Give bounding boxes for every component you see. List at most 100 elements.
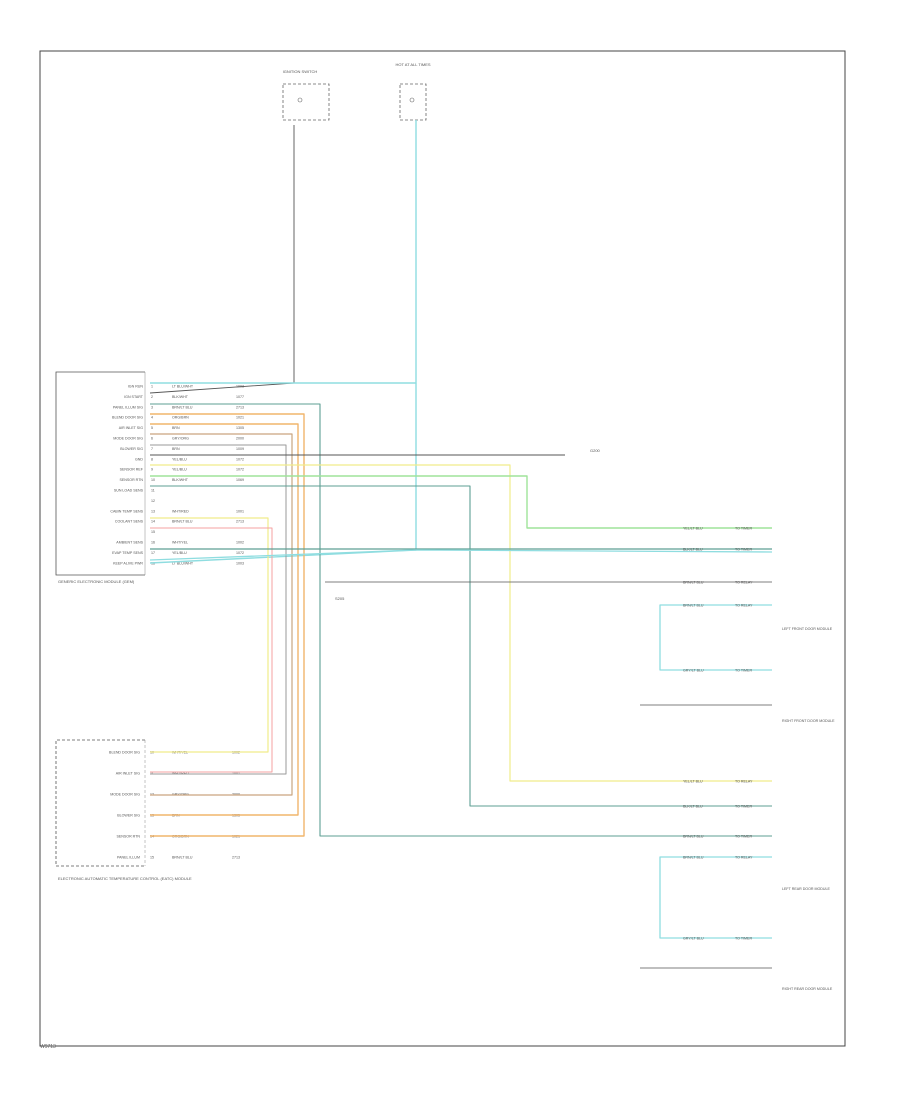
pin-a-name: MODE DOOR SIG xyxy=(113,437,143,441)
wire-pin9-green xyxy=(150,475,772,529)
pin-b-color: BRN/LT BLU xyxy=(172,856,193,860)
pin-b-name: BLEND DOOR SIG xyxy=(109,751,140,755)
pin-a-circuit: 2713 xyxy=(236,520,244,524)
pin-b-number: 15 xyxy=(150,856,154,860)
pin-a-color: BRN/LT BLU xyxy=(172,405,193,409)
right-wire-color: YEL/LT BLU xyxy=(683,526,703,530)
pin-a-name: CABIN TEMP SENS xyxy=(110,509,143,513)
pin-a-name: AMBIENT SENS xyxy=(116,541,143,545)
right-note: LEFT REAR DOOR MODULE xyxy=(782,887,830,891)
right-wire-circuit: TO RELAY xyxy=(735,855,753,859)
pin-a-circuit: 1069 xyxy=(236,478,244,482)
right-wire-color: BRN/LT BLU xyxy=(683,580,704,584)
right-wire-circuit: TO RELAY xyxy=(735,779,753,783)
wire-ign-start xyxy=(149,125,295,394)
pin-a-color: BLK/WHT xyxy=(172,478,189,482)
pin-a-circuit: 1077 xyxy=(236,395,244,399)
ground-label: G200 xyxy=(590,448,601,453)
wire-pin14-red xyxy=(150,527,273,773)
right-wire-color: YEL/LT BLU xyxy=(683,779,703,783)
pin-a-number: 2 xyxy=(151,395,153,399)
pin-a-circuit: 1072 xyxy=(236,457,244,461)
pin-a-number: 12 xyxy=(151,499,155,503)
pin-a-circuit: 1072 xyxy=(236,551,244,555)
wire-pin13-yellow xyxy=(150,517,269,753)
pin-a-name: SENSOR REF xyxy=(120,468,144,472)
right-wire-color: BRN/LT BLU xyxy=(683,834,704,838)
splice-label: S205 xyxy=(335,596,345,601)
pin-a-number: 5 xyxy=(151,426,153,430)
pin-a-circuit: 1009 xyxy=(236,447,244,451)
wire-pin4-orange xyxy=(150,413,305,837)
pin-a-number: 10 xyxy=(151,478,155,482)
pin-a-color: BRN xyxy=(172,447,180,451)
pin-a-color: LT BLU/WHT xyxy=(172,385,194,389)
right-wire-circuit: TO RELAY xyxy=(735,603,753,607)
hot-fuse-label: HOT AT ALL TIMES xyxy=(395,62,430,67)
wire-right-loop-1 xyxy=(659,604,772,671)
pin-a-number: 6 xyxy=(151,437,153,441)
pin-a-circuit: 1003 xyxy=(236,561,244,565)
pin-a-number: 14 xyxy=(151,520,155,524)
pin-b-name: MODE DOOR SIG xyxy=(110,793,140,797)
pin-a-color: BRN/LT BLU xyxy=(172,520,193,524)
module-a-connector: GENERIC ELECTRONIC MODULE (GEM) xyxy=(55,371,146,584)
pin-a-name: KEEP ALIVE PWR xyxy=(113,561,143,565)
right-wire-circuit: TO RELAY xyxy=(735,580,753,584)
pin-a-number: 11 xyxy=(151,489,155,493)
pin-a-name: SUN LOAD SENS xyxy=(114,489,144,493)
right-wire-color: GRY/LT BLU xyxy=(683,668,704,672)
right-note: LEFT FRONT DOOR MODULE xyxy=(782,627,833,631)
pin-b-name: BLOWER SIG xyxy=(117,814,140,818)
pin-a-color: BRN xyxy=(172,426,180,430)
right-wire-circuit: TO TIMER xyxy=(735,668,752,672)
wire-pin7-gray xyxy=(150,444,287,775)
right-wire-color: BLK/LT BLU xyxy=(683,804,703,808)
right-wire-color: BRN/LT BLU xyxy=(683,603,704,607)
pin-a-circuit: 2000 xyxy=(236,437,244,441)
pin-a-number: 1 xyxy=(151,385,153,389)
wire-pin5-orange xyxy=(150,423,299,816)
wire-right-loop-2 xyxy=(659,856,772,939)
right-wire-circuit: TO TIMER xyxy=(735,526,752,530)
pin-a-number: 16 xyxy=(151,541,155,545)
pin-b-circuit: 2713 xyxy=(232,856,240,860)
pin-a-name: AIR INLET SIG xyxy=(119,426,144,430)
pin-a-color: YEL/BLU xyxy=(172,551,187,555)
right-note: RIGHT REAR DOOR MODULE xyxy=(782,987,833,991)
wire-bundle xyxy=(149,120,773,969)
pin-a-color: BLK/WHT xyxy=(172,395,189,399)
pin-a-circuit: 1072 xyxy=(236,468,244,472)
module-a-label: GENERIC ELECTRONIC MODULE (GEM) xyxy=(58,579,135,584)
right-wire-color: GRY/LT BLU xyxy=(683,936,704,940)
wire-pin6-brown xyxy=(150,433,293,796)
pin-a-color: ORG/BRN xyxy=(172,416,189,420)
pin-a-name: BLEND DOOR SIG xyxy=(112,416,143,420)
hot-at-all-times-fuse: HOT AT ALL TIMES xyxy=(395,62,431,121)
pin-a-name: IGN START xyxy=(124,395,144,399)
module-b-connector: ELECTRONIC AUTOMATIC TEMPERATURE CONTROL… xyxy=(55,739,192,881)
right-wire-color: BRN/LT BLU xyxy=(683,855,704,859)
pin-a-number: 13 xyxy=(151,509,155,513)
pin-a-number: 15 xyxy=(151,530,155,534)
pin-b-name: AIR INLET SIG xyxy=(116,772,141,776)
wire-pin8-yellow xyxy=(150,464,772,782)
pin-a-color: YEL/BLU xyxy=(172,457,187,461)
ignition-switch: IGNITION SWITCH xyxy=(282,69,330,121)
right-wire-circuit: TO TIMER xyxy=(735,936,752,940)
page-id: W9713 xyxy=(40,1044,56,1050)
pin-a-circuit: 2713 xyxy=(236,405,244,409)
right-wire-circuit: TO TIMER xyxy=(735,547,752,551)
pin-a-circuit: 1002 xyxy=(236,541,244,545)
pin-a-color: YEL/BLU xyxy=(172,468,187,472)
pin-a-color: WHT/YEL xyxy=(172,541,188,545)
ignition-switch-label: IGNITION SWITCH xyxy=(283,69,318,74)
module-b-label: ELECTRONIC AUTOMATIC TEMPERATURE CONTROL… xyxy=(58,876,192,881)
pin-a-number: 17 xyxy=(151,551,155,555)
right-wire-circuit: TO TIMER xyxy=(735,804,752,808)
pin-a-color: WHT/RED xyxy=(172,509,189,513)
pin-a-name: EVAP TEMP SENS xyxy=(112,551,143,555)
